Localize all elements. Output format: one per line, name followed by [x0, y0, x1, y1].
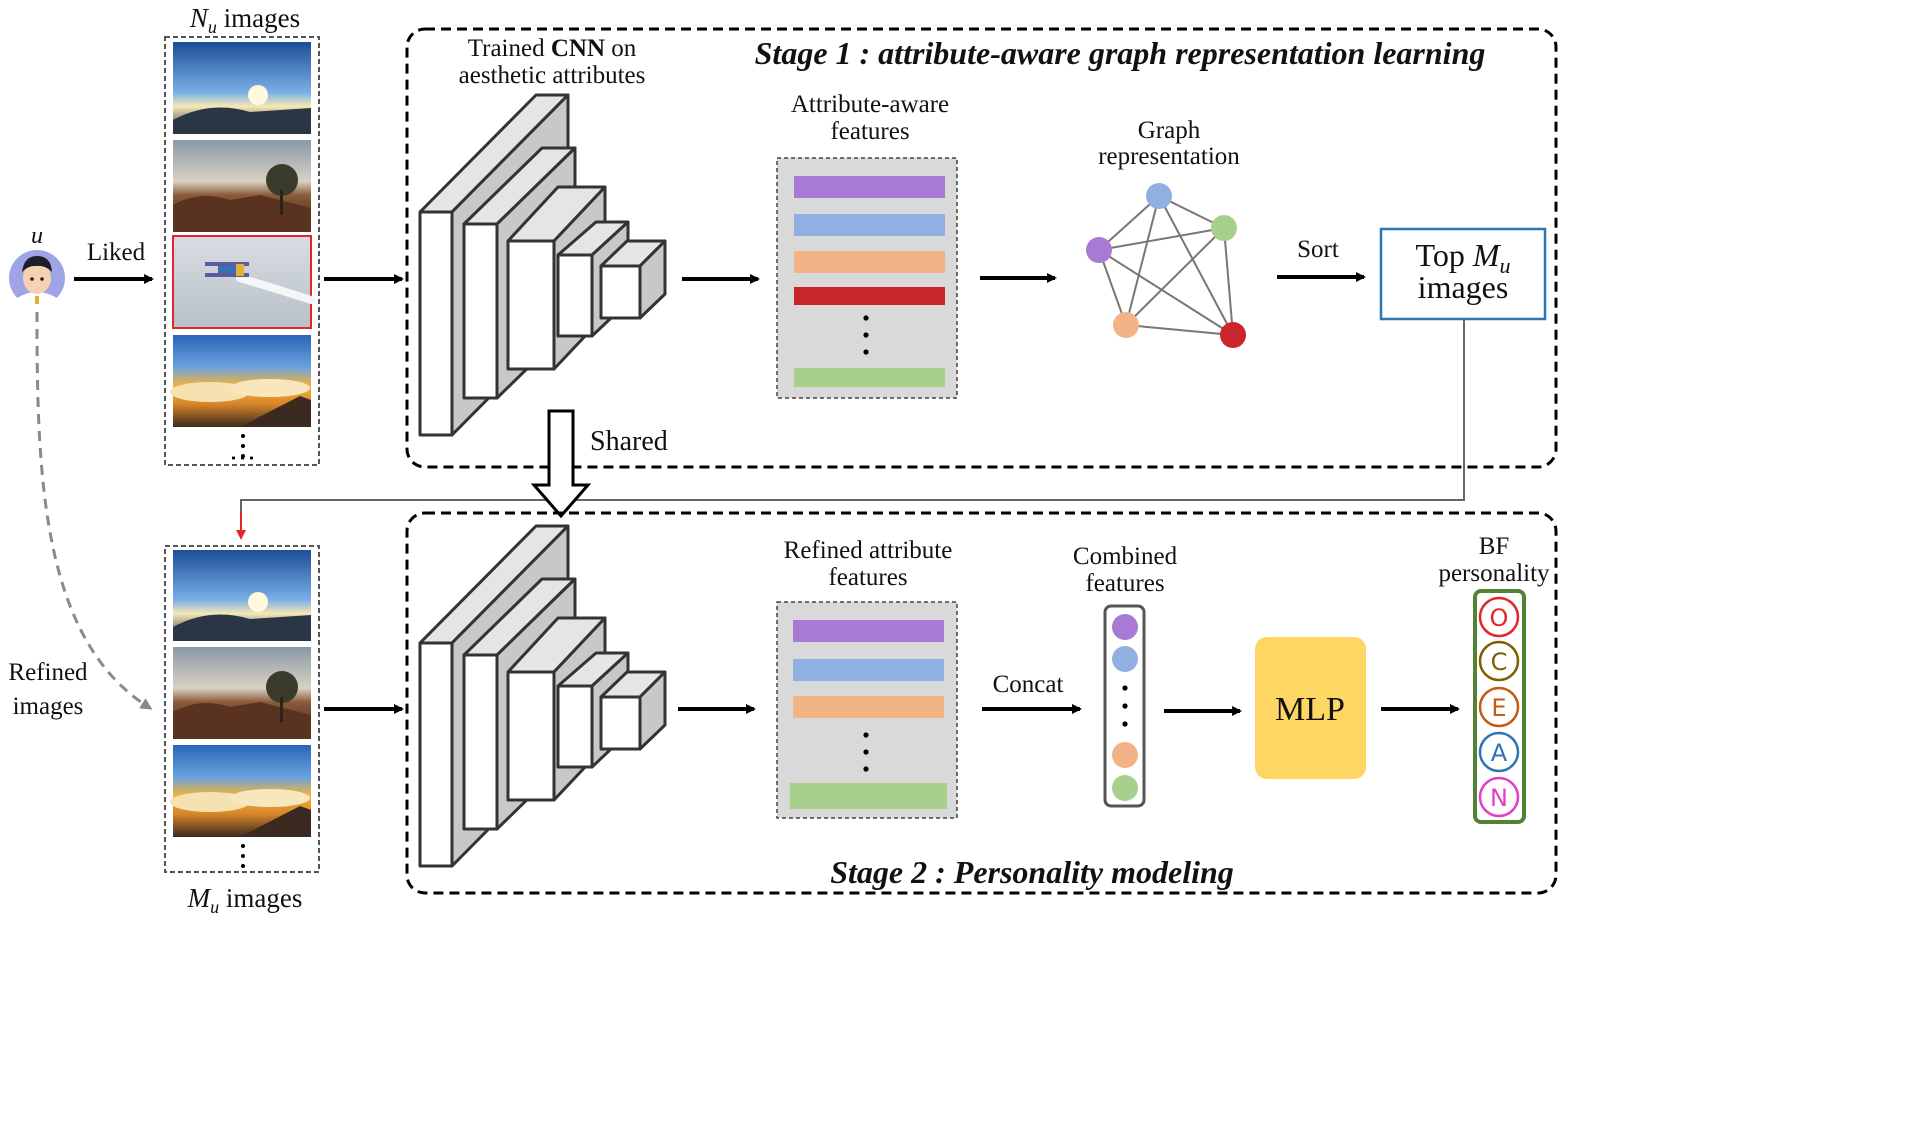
cnn-stage1 [418, 93, 667, 437]
sort-label: Sort [1297, 236, 1339, 263]
combined-node-purple [1112, 614, 1138, 640]
mlp-block [1255, 637, 1366, 779]
mlp-label: MLP [1275, 691, 1345, 728]
stage1-box [405, 27, 1558, 469]
stage2-box [405, 511, 1558, 895]
refined-image-3 [170, 745, 311, 837]
trait-e: E [1491, 694, 1506, 722]
concat-label: Concat [993, 671, 1064, 698]
user-label: u [31, 223, 43, 249]
refined-features-panel [776, 601, 958, 819]
combined-label-2: features [1085, 570, 1164, 597]
stage2-title: Stage 2 : Personality modeling [830, 854, 1234, 890]
liked-image-2 [173, 140, 311, 232]
top-mu-label-1: Top Mu [1416, 237, 1511, 278]
feature-bar-orange [794, 251, 945, 273]
stage1-title: Stage 1 : attribute-aware graph represen… [755, 35, 1486, 71]
graph-node-orange [1113, 312, 1139, 338]
top-mu-label-2: images [1418, 269, 1509, 305]
top-mu-images-box [1379, 227, 1547, 321]
features-label-1: Attribute-aware [791, 91, 949, 118]
trait-n-circle [1478, 776, 1520, 818]
graph-nodes [1086, 183, 1246, 348]
trait-a-circle [1478, 731, 1520, 773]
shared-label: Shared [590, 426, 668, 457]
liked-label: Liked [87, 239, 146, 266]
combined-node-orange [1112, 742, 1138, 768]
liked-image-4 [170, 335, 311, 427]
refined-dashed-arrow [35, 311, 153, 710]
feature-bar-blue [794, 214, 945, 236]
shared-arrow [530, 409, 592, 519]
bf-traits: O C E A N [1478, 596, 1520, 818]
feature-bar-green [794, 368, 945, 387]
liked-image-1 [173, 42, 311, 134]
liked-image-3 [172, 235, 315, 329]
combined-node-blue [1112, 646, 1138, 672]
trait-c-circle [1478, 640, 1520, 682]
features-label-2: features [830, 118, 909, 145]
nu-images-label: Nu images [189, 3, 300, 37]
liked-images-dots [241, 434, 245, 458]
graph-node-red [1220, 322, 1246, 348]
refined-bar-orange [793, 696, 944, 718]
cnn-label: Trained CNN on [468, 35, 637, 62]
feature-bar-red [794, 287, 945, 305]
graph-node-green [1211, 215, 1237, 241]
trait-o: O [1490, 604, 1509, 632]
combined-features-column [1103, 604, 1146, 808]
cnn-label-line2: aesthetic attributes [459, 62, 646, 89]
mu-images-label: Mu images [187, 883, 303, 917]
refined-bar-green [790, 783, 947, 809]
trait-o-circle [1478, 596, 1520, 638]
refined-features-label-1: Refined attribute [784, 537, 953, 564]
refined-image-2 [173, 647, 311, 739]
graph-label-1: Graph [1138, 117, 1201, 144]
refined-bar-purple [793, 620, 944, 642]
refined-image-1 [173, 550, 311, 641]
trait-a: A [1491, 739, 1508, 767]
bf-label-1: BF [1479, 533, 1510, 560]
trait-e-circle [1478, 686, 1520, 728]
refined-features-label-2: features [828, 564, 907, 591]
cnn-stage2 [418, 524, 667, 868]
trait-c: C [1491, 648, 1508, 676]
refined-images-dots [241, 844, 245, 868]
refined-images-label-1: Refined [8, 659, 88, 686]
trait-n: N [1490, 784, 1508, 812]
graph-label-2: representation [1098, 143, 1240, 170]
graph-node-purple [1086, 237, 1112, 263]
graph-node-blue [1146, 183, 1172, 209]
combined-label-1: Combined [1073, 543, 1178, 570]
refined-bar-blue [793, 659, 944, 681]
feature-bar-purple [794, 176, 945, 198]
attribute-graph [1098, 195, 1234, 336]
bf-label-2: personality [1438, 560, 1550, 587]
user-avatar: u [9, 223, 65, 306]
attribute-features-panel [776, 157, 958, 399]
refined-images-label-2: images [13, 693, 84, 720]
combined-node-green [1112, 775, 1138, 801]
